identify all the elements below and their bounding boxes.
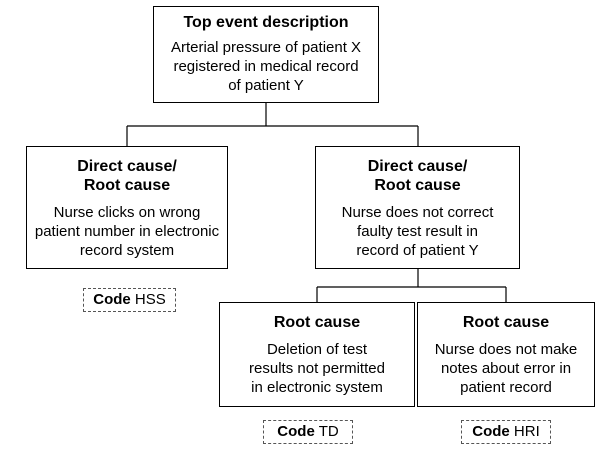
code-badge-hri: Code HRI	[461, 420, 551, 444]
code-value: TD	[318, 423, 339, 440]
top-event-box: Top event description Arterial pressure …	[153, 6, 379, 103]
top-event-description: Arterial pressure of patient X registere…	[170, 39, 362, 94]
left-cause-description: Nurse clicks on wrong patient number in …	[34, 204, 220, 259]
right-cause-title: Direct cause/ Root cause	[367, 158, 468, 194]
left-cause-title: Direct cause/ Root cause	[77, 158, 177, 194]
root-cause-1-description: Deletion of test results not permitted i…	[249, 341, 385, 396]
root-cause-box-1: Root cause Deletion of test results not …	[219, 302, 415, 407]
left-cause-box: Direct cause/ Root cause Nurse clicks on…	[26, 146, 228, 269]
code-label: Code	[472, 423, 510, 440]
code-badge-hss: Code HSS	[83, 288, 176, 312]
code-value: HRI	[513, 423, 540, 440]
top-event-title: Top event description	[183, 14, 349, 31]
root-cause-1-title: Root cause	[273, 314, 361, 331]
root-cause-box-2: Root cause Nurse does not make notes abo…	[417, 302, 595, 407]
right-cause-box: Direct cause/ Root cause Nurse does not …	[315, 146, 520, 269]
root-cause-2-title: Root cause	[462, 314, 550, 331]
right-cause-description: Nurse does not correct faulty test resul…	[341, 204, 494, 259]
code-label: Code	[277, 423, 315, 440]
code-badge-td: Code TD	[263, 420, 353, 444]
root-cause-2-description: Nurse does not make notes about error in…	[434, 341, 578, 396]
code-value: HSS	[134, 291, 166, 308]
code-label: Code	[93, 291, 131, 308]
